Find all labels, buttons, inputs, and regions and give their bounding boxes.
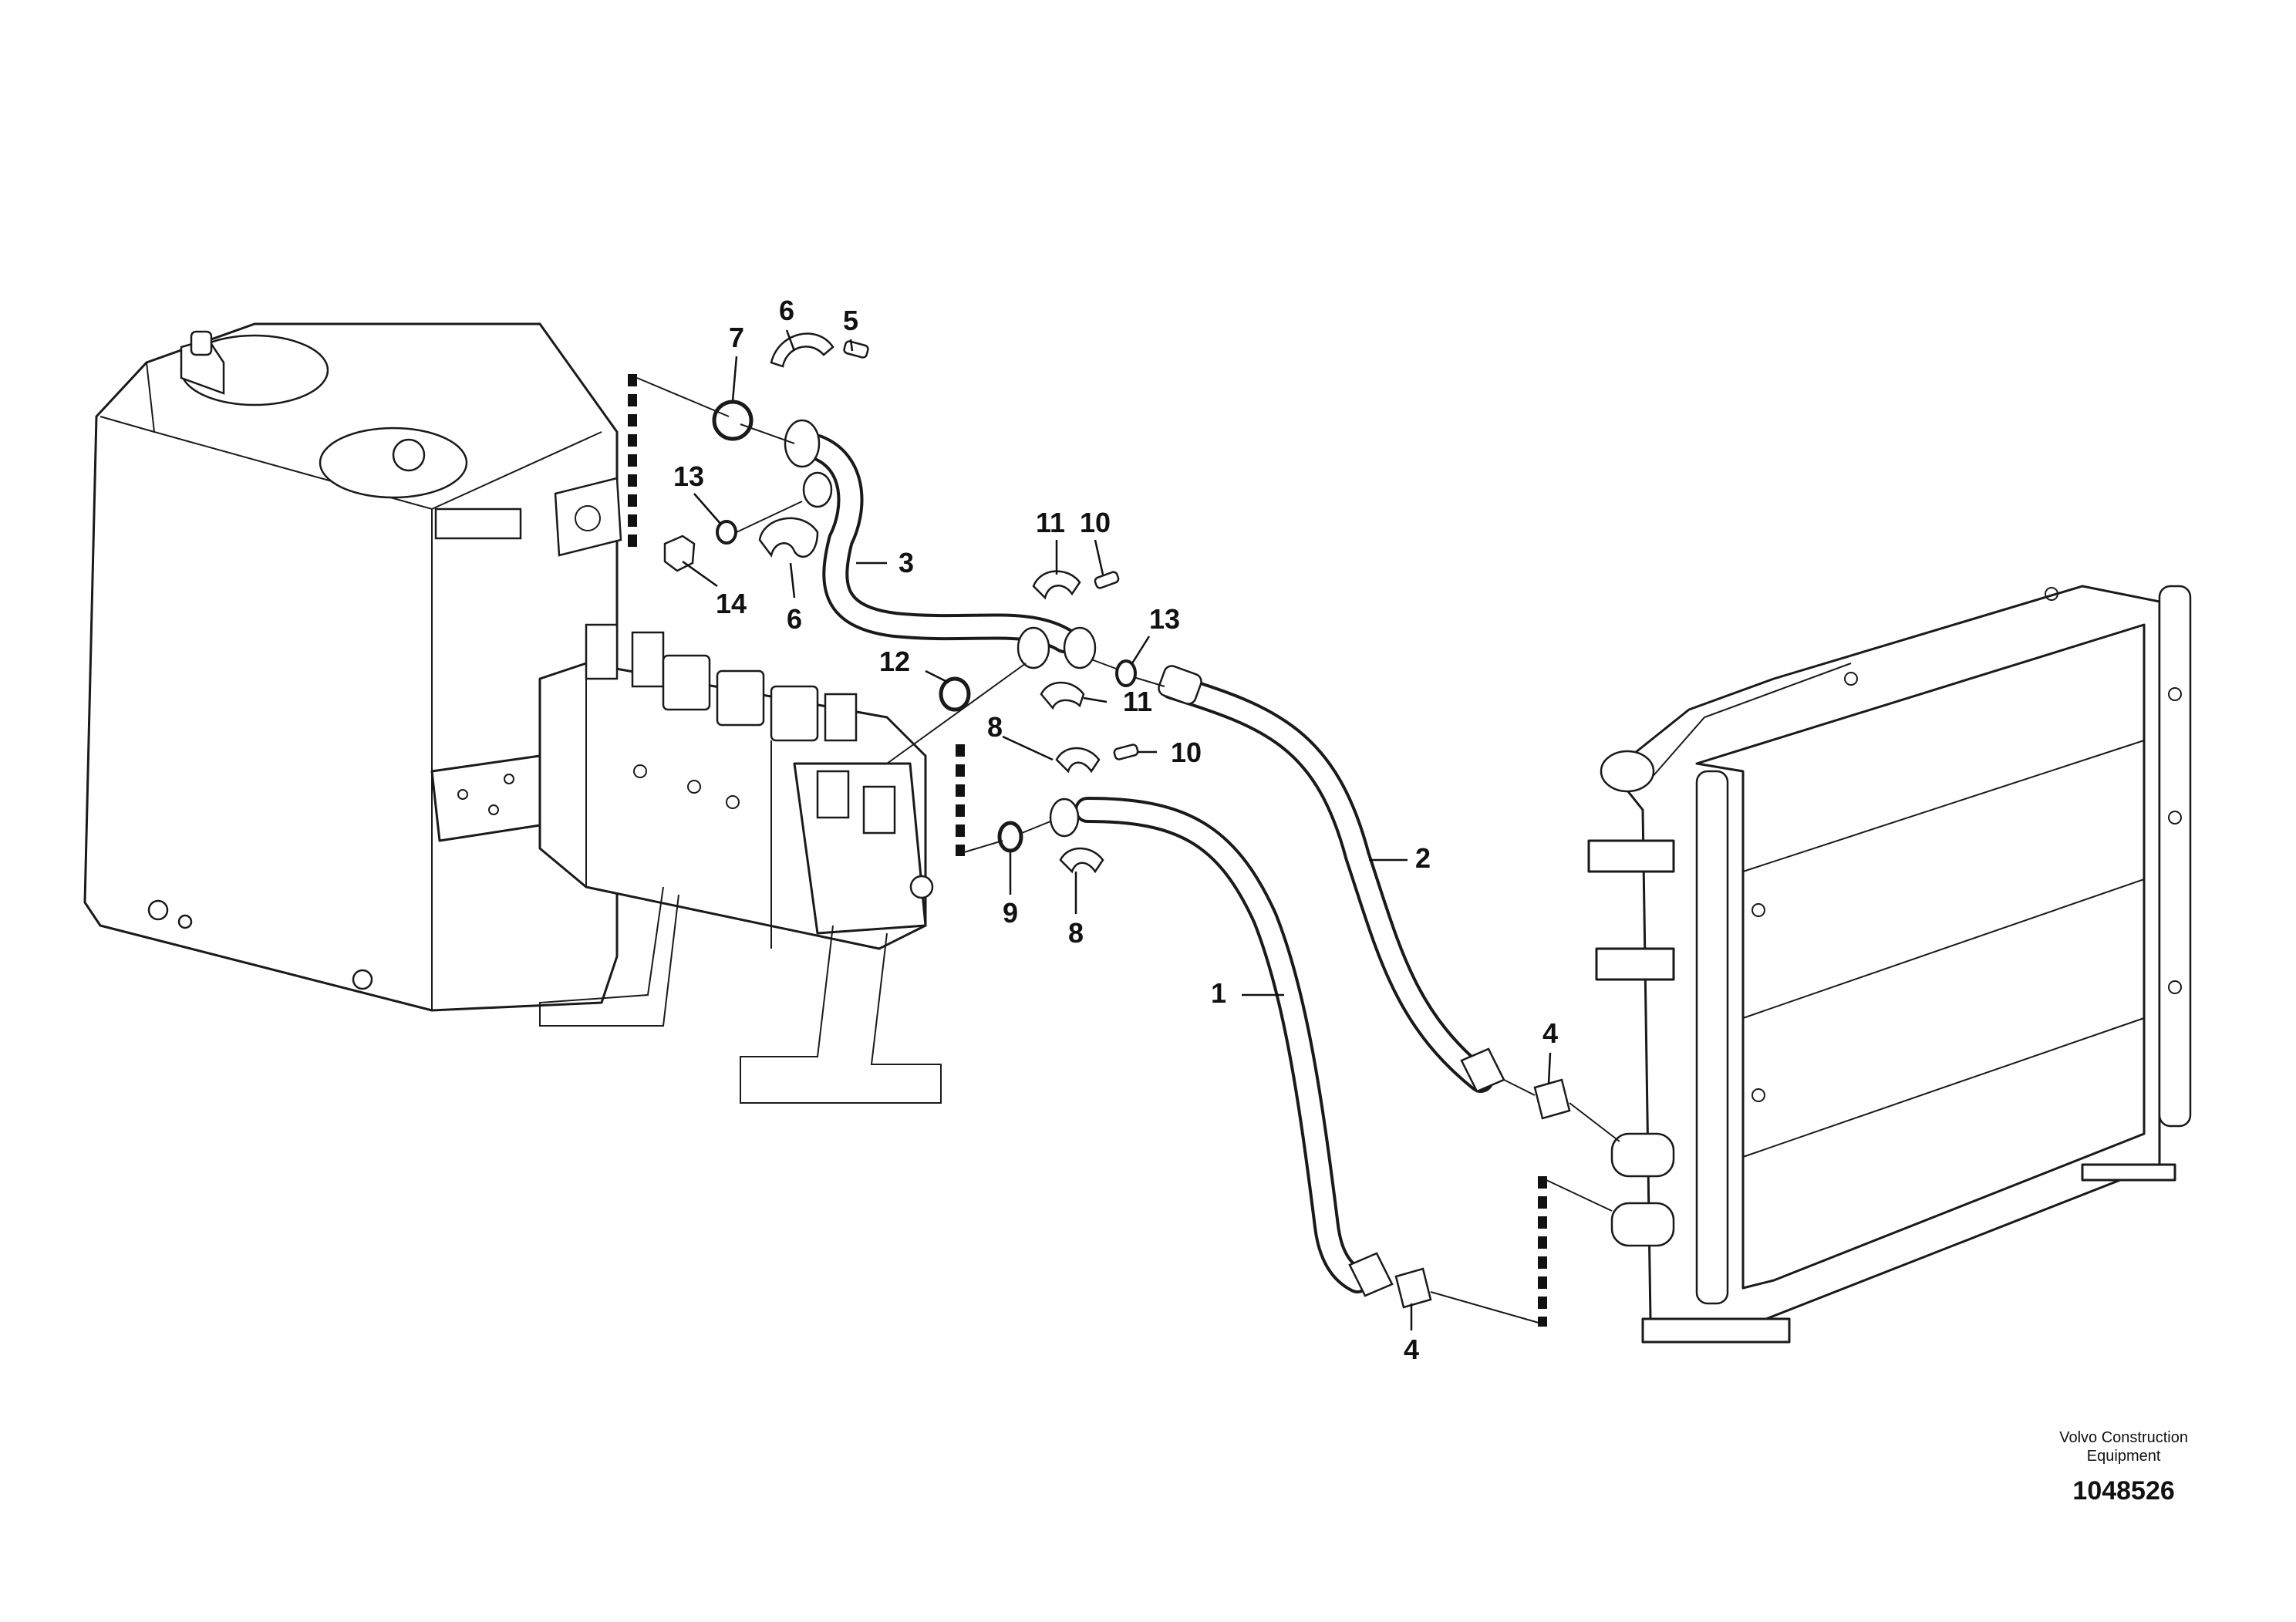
clamp-half-11-bottom — [1040, 681, 1085, 710]
o-ring-12 — [939, 676, 971, 712]
callout-7: 7 — [729, 322, 744, 353]
flange-fitting — [784, 419, 821, 468]
o-ring-9 — [997, 821, 1023, 853]
o-ring-7 — [712, 400, 754, 441]
plug-14 — [663, 534, 696, 572]
callout-8-top: 8 — [987, 711, 1003, 743]
document-number: 1048526 — [2072, 1476, 2175, 1506]
adapter-4-right — [1533, 1078, 1571, 1120]
adapter-4-bottom — [1394, 1267, 1432, 1309]
hydraulic-tank — [83, 322, 622, 1012]
callout-10-top: 10 — [1080, 507, 1111, 538]
callout-6-top: 6 — [779, 295, 794, 326]
clamp-half-6-bottom — [758, 517, 819, 558]
connection-lines — [628, 374, 1620, 1327]
callout-2: 2 — [1415, 842, 1431, 874]
callout-11-top: 11 — [1036, 507, 1065, 538]
hose-2 — [1159, 673, 1494, 1093]
callout-11-bottom: 11 — [1123, 686, 1152, 717]
callout-leaders — [682, 329, 1552, 1330]
callout-6-bottom: 6 — [787, 603, 802, 635]
callout-9: 9 — [1003, 897, 1018, 929]
clamp-half-11-top — [1032, 570, 1081, 600]
callout-13-right: 13 — [1149, 603, 1180, 635]
o-ring-13-right — [1115, 659, 1137, 687]
hose-3 — [804, 434, 1077, 653]
footer-block: Volvo Construction Equipment 1048526 — [2059, 1428, 2188, 1506]
oil-cooler — [1587, 585, 2192, 1344]
o-ring-13-left — [716, 520, 737, 545]
callout-8-bottom: 8 — [1068, 917, 1084, 949]
callout-4-bottom: 4 — [1404, 1334, 1419, 1365]
callout-5: 5 — [843, 305, 858, 336]
clamp-half-8-bottom — [1059, 847, 1104, 874]
callout-14: 14 — [716, 588, 747, 619]
screw-5 — [843, 340, 869, 359]
company-name: Volvo Construction Equipment — [2059, 1429, 2188, 1465]
screw-10-bottom — [1113, 744, 1139, 760]
callout-1: 1 — [1211, 977, 1226, 1009]
screw-10-top — [1094, 571, 1120, 589]
callout-labels: 7 6 5 13 3 14 6 11 10 13 12 11 8 10 9 8 … — [673, 295, 1558, 1365]
clamp-half-6-top — [770, 332, 834, 368]
callout-12: 12 — [879, 646, 910, 677]
callout-10-bottom: 10 — [1171, 737, 1202, 768]
callout-13-left: 13 — [673, 460, 704, 492]
clamp-half-8-top — [1055, 747, 1101, 774]
control-valve-block — [430, 623, 942, 1104]
callout-3: 3 — [899, 547, 914, 578]
hose-1 — [1074, 797, 1371, 1293]
callout-4-right: 4 — [1542, 1017, 1558, 1049]
